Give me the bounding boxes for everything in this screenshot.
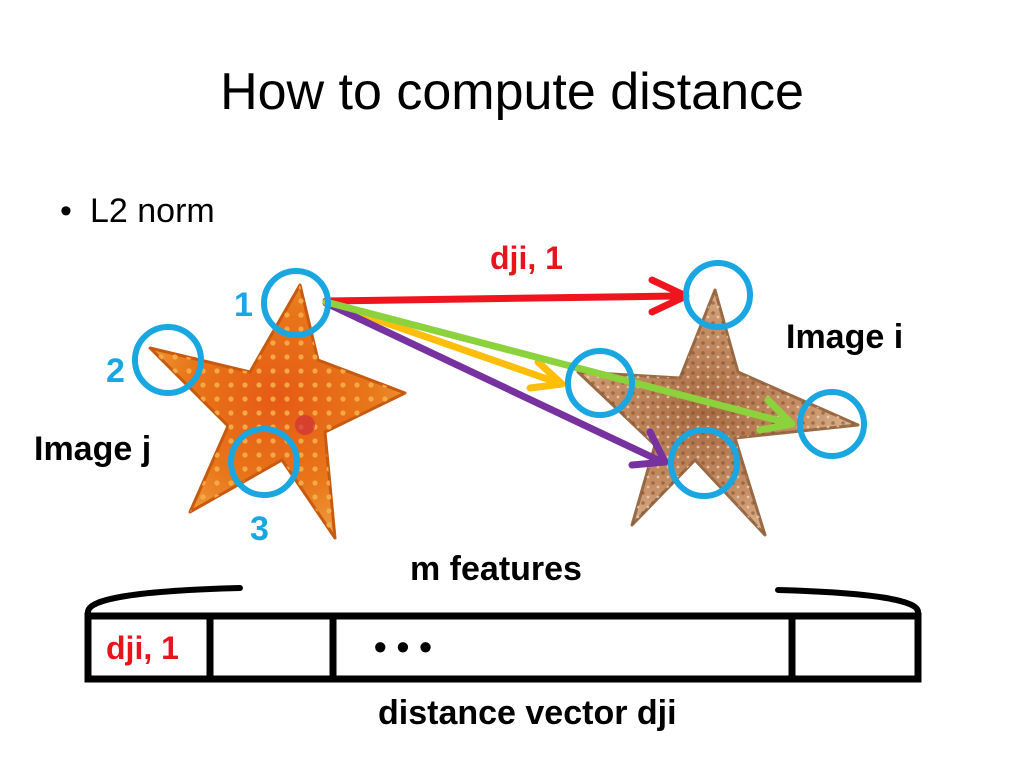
label-m-features: m features (410, 550, 582, 588)
distance-vector-box (84, 612, 922, 683)
feature-circle-i-green (797, 389, 867, 459)
feature-circle-i-red (683, 260, 753, 330)
brace-left (85, 585, 243, 615)
feature-circle-i-purple (668, 427, 740, 499)
vector-ellipsis: • • • (374, 626, 432, 667)
starfish-j-image (148, 283, 407, 540)
feature-circle-3 (228, 426, 300, 498)
label-image-i: Image i (786, 318, 904, 356)
feature-circle-i-yellow (565, 348, 635, 418)
vector-caption: distance vector dji (378, 694, 677, 732)
label-feature-2: 2 (106, 352, 125, 390)
arrow-red (322, 276, 690, 316)
feature-circle-2 (132, 324, 204, 396)
vector-cell-label: dji, 1 (106, 630, 179, 666)
arrow-green (322, 298, 796, 434)
brace-right (775, 587, 921, 615)
arrow-purple (322, 299, 669, 469)
arrow-label-dji-1: dji, 1 (490, 240, 563, 276)
bullet-item: • L2 norm (60, 192, 215, 231)
label-feature-3: 3 (250, 510, 269, 548)
slide-title: How to compute distance (220, 63, 804, 121)
feature-circle-1 (261, 268, 331, 338)
bullet-symbol: • (60, 192, 72, 230)
label-feature-1: 1 (234, 286, 253, 324)
label-image-j: Image j (34, 430, 152, 468)
bullet-text: L2 norm (90, 192, 215, 230)
